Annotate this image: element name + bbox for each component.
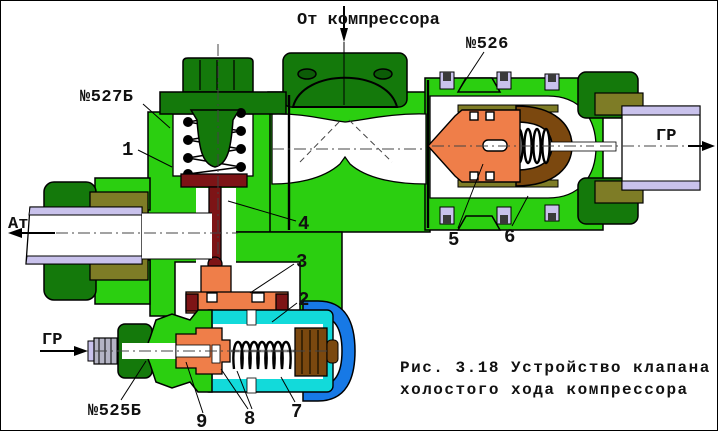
callout-7: 7 [291, 401, 302, 423]
flange-joints [287, 71, 560, 230]
callout-3: 3 [296, 251, 307, 273]
valve-527b-label: №527Б [80, 88, 134, 107]
callout-leaders [120, 51, 529, 414]
valve-525b-label: №525Б [88, 402, 142, 421]
from-compressor-label: От компрессора [297, 11, 440, 30]
callout-2: 2 [298, 289, 309, 311]
callout-9: 9 [196, 411, 207, 431]
callout-1: 1 [122, 139, 133, 161]
left-pipe-bore [142, 213, 212, 259]
figure-caption-line1: Рис. 3.18 Устройство клапана [400, 359, 711, 377]
centerlines [12, 44, 690, 352]
callout-6: 6 [504, 226, 515, 248]
atmosphere-pipe-assembly [25, 181, 212, 301]
compressor-flange [282, 52, 408, 108]
left-pipe [25, 206, 143, 265]
right-pipe [621, 105, 701, 191]
gr-bottom-label: ГР [42, 331, 62, 350]
valve-526-label: №526 [466, 35, 509, 54]
cylinder-spring [232, 340, 292, 370]
callout-5: 5 [448, 229, 459, 251]
callout-8: 8 [244, 408, 255, 430]
figure-caption-line2: холостого хода компрессора [400, 381, 689, 399]
upper-piston [185, 265, 289, 314]
cylinder-cap [302, 300, 356, 402]
callout-4: 4 [298, 213, 309, 235]
flow-arrows [8, 6, 715, 356]
adjusting-cap [159, 57, 287, 115]
gr-pipe-assembly [577, 71, 701, 225]
at-left-label: Ат [8, 215, 28, 234]
gr-right-label: ГР [656, 127, 676, 146]
spring-plunger [189, 109, 241, 168]
